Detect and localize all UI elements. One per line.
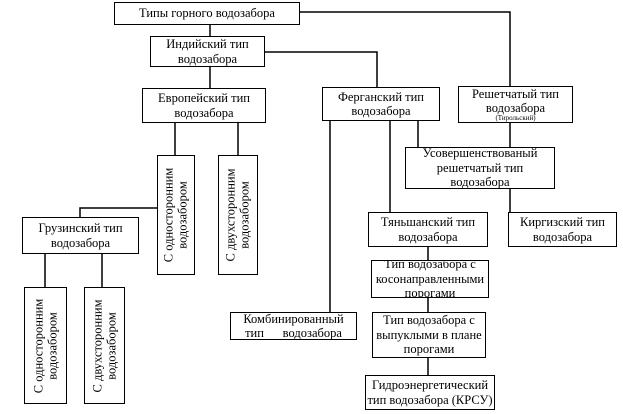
indian-label-1: Индийский тип — [166, 37, 249, 52]
tien-shan-type-node: Тяньшанский тип водозабора — [368, 212, 488, 247]
georgian-one-sided-text: С односторонним водозабором — [31, 298, 60, 393]
one-sided-intake-node: С односторонним водозабором — [157, 155, 195, 275]
root-node: Типы горного водозабора — [114, 2, 300, 25]
convex-label-2: выпуклыми в плане — [376, 327, 482, 342]
root-label: Типы горного водозабора — [139, 6, 275, 21]
oblique-label-2: косонаправленными — [375, 271, 485, 286]
combined-label-2: тип водозабора — [245, 326, 342, 340]
one-sided-ge-label-1: С односторонним — [31, 298, 46, 393]
one-sided-eu-label-2: водозабором — [176, 181, 190, 249]
two-sided-eu-label-2: водозабором — [238, 181, 252, 249]
improved-label-1: Усовершенствованый — [422, 147, 538, 161]
two-sided-ge-label-1: С двухсторонним — [90, 298, 105, 393]
grate-label-2: водозабора — [485, 101, 546, 115]
fergana-type-node: Ферганский тип водозабора — [322, 87, 440, 121]
combined-label-1: Комбинированный — [243, 312, 344, 326]
georgian-label-2: водозабора — [50, 235, 111, 250]
improved-label-3: водозабора — [450, 175, 510, 189]
european-type-node: Европейский тип водозабора — [142, 88, 266, 123]
indian-type-node: Индийский тип водозабора — [150, 36, 265, 67]
kyrgyz-type-node: Киргизский тип водозабора — [508, 212, 617, 247]
convex-label-1: Тип водозабора с — [383, 313, 475, 328]
combined-type-node: Комбинированный тип водозабора — [230, 312, 357, 340]
improved-grate-node: Усовершенствованый решетчатый тип водоза… — [405, 147, 555, 189]
hydropower-label-1: Гидроэнергетический — [371, 378, 489, 393]
oblique-label-1: Тип водозабора с — [384, 260, 476, 272]
hydropower-type-node: Гидроэнергетический тип водозабора (КРСУ… — [365, 375, 495, 410]
georgian-two-sided-node: С двухсторонним водозабором — [84, 287, 125, 404]
improved-label-2: решетчатый тип — [436, 160, 524, 175]
grate-type-node: Решетчатый тип водозабора (Тирольский) — [458, 86, 573, 123]
tien-shan-label-2: водозабора — [398, 229, 458, 244]
two-sided-intake-node: С двухсторонним водозабором — [218, 155, 258, 275]
georgian-type-node: Грузинский тип водозабора — [22, 217, 139, 254]
european-label-2: водозабора — [174, 105, 234, 120]
two-sided-intake-text: С двухсторонним водозабором — [224, 168, 253, 261]
kyrgyz-label-2: водозабора — [532, 229, 593, 244]
european-label-1: Европейский тип — [158, 91, 250, 106]
georgian-two-sided-text: С двухсторонним водозабором — [90, 299, 119, 392]
oblique-label-3: порогами — [404, 286, 456, 298]
kyrgyz-label-1: Киргизский тип — [520, 215, 605, 230]
one-sided-eu-label-1: С односторонним — [161, 167, 176, 263]
one-sided-ge-label-2: водозабором — [45, 311, 60, 380]
georgian-one-sided-node: С односторонним водозабором — [24, 287, 67, 404]
georgian-label-1: Грузинский тип — [38, 221, 123, 236]
convex-label-3: порогами — [403, 342, 455, 357]
oblique-sills-node: Тип водозабора с косонаправленными порог… — [371, 260, 489, 298]
indian-label-2: водозабора — [177, 51, 238, 66]
tien-shan-label-1: Тяньшанский тип — [380, 215, 476, 230]
one-sided-intake-text: С односторонним водозабором — [162, 168, 191, 263]
two-sided-eu-label-1: С двухсторонним — [223, 168, 238, 262]
grate-note: (Тирольский) — [495, 114, 536, 123]
fergana-label-1: Ферганский тип — [337, 89, 424, 104]
hydropower-label-2: тип водозабора (КРСУ) — [367, 392, 493, 407]
fergana-label-2: водозабора — [351, 104, 411, 118]
grate-label-1: Решетчатый тип — [472, 86, 559, 101]
two-sided-ge-label-2: водозабором — [104, 311, 119, 380]
convex-sills-node: Тип водозабора с выпуклыми в плане порог… — [372, 312, 486, 358]
